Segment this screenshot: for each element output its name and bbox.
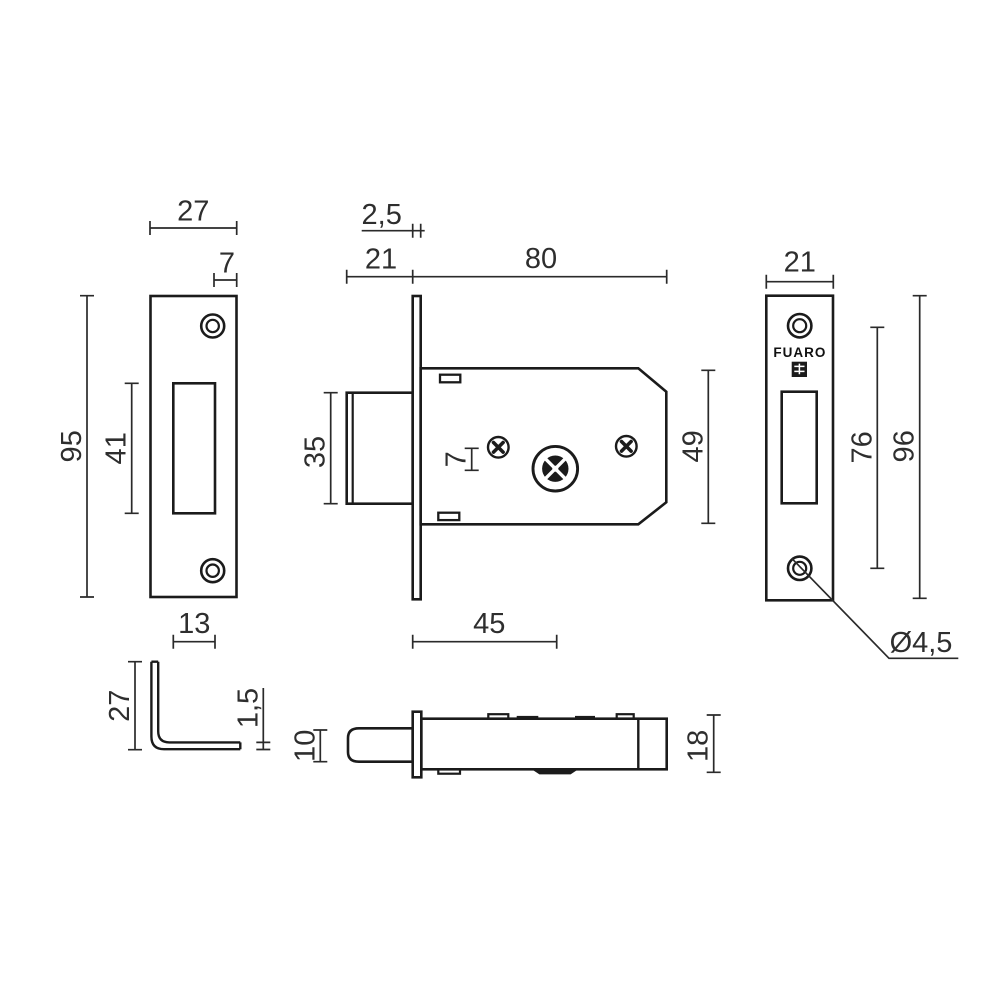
dim-label-lock-backset: 21 xyxy=(365,243,397,275)
dim-label-strike-cutout-width: 13 xyxy=(178,608,210,640)
body-screw-right-cross-icon xyxy=(619,439,633,453)
spindle-center-dot xyxy=(552,465,559,472)
dimticks-side-body-thickness xyxy=(706,714,721,774)
strike-screw-hole-top xyxy=(199,313,226,339)
side-tab-top-1 xyxy=(487,713,510,720)
dimticks-face-width xyxy=(765,274,835,289)
side-tab-bottom-2 xyxy=(531,769,579,775)
part-geometry xyxy=(149,294,835,779)
dim-label-lock-plate-thickness: 2,5 xyxy=(362,199,402,231)
dim-label-body-height: 49 xyxy=(677,430,709,462)
strike-screw-hole-top-inner xyxy=(205,318,220,334)
body-screw-left xyxy=(486,435,510,459)
strike-cutout xyxy=(172,381,217,515)
dim-label-lock-length: 80 xyxy=(525,243,557,275)
dimticks-screw-offset xyxy=(464,447,479,472)
side-tab-top-2 xyxy=(615,713,635,720)
dimticks-face-hole-spacing xyxy=(870,326,885,570)
fuaro-seal-detail xyxy=(794,363,805,375)
deadbolt-front xyxy=(345,391,415,506)
strike-screw-hole-bottom-inner xyxy=(205,563,220,578)
dimticks-strike-cutout-width xyxy=(172,634,216,649)
dim-label-bracket-thickness: 1,5 xyxy=(232,688,264,728)
dim-label-face-hole-spacing: 76 xyxy=(846,431,878,463)
side-tab-bottom-1 xyxy=(437,768,462,775)
faceplate-screw-hole-bottom-inner xyxy=(792,560,808,576)
dimticks-bracket-thickness xyxy=(256,741,271,751)
dimticks-bracket-leg xyxy=(128,660,142,751)
dimticks-side-bolt-thickness xyxy=(313,729,328,763)
deadbolt-side xyxy=(346,727,414,763)
dimticks-strike-cutout-height xyxy=(124,382,139,515)
dimension-labels: 27 7 95 41 13 27 1,5 2,5 21 80 35 7 49 4… xyxy=(56,196,952,762)
side-strip-top-2 xyxy=(575,715,595,719)
faceplate-screw-hole-top-inner xyxy=(792,318,808,334)
dim-label-strike-height: 95 xyxy=(56,430,88,462)
lock-body-side xyxy=(419,717,668,771)
dim-label-bolt-depth: 45 xyxy=(473,608,505,640)
bracket-end-caps xyxy=(151,660,242,750)
body-tab-top xyxy=(438,373,462,384)
dimticks-face-height xyxy=(912,294,927,600)
body-screw-right xyxy=(614,434,638,458)
dim-label-face-height: 96 xyxy=(889,430,921,462)
body-screw-left-cross-icon xyxy=(491,440,505,454)
dimticks-strike-width xyxy=(149,221,238,235)
bracket-outer-edge xyxy=(150,661,241,751)
dimticks-strike-hole-offset xyxy=(213,273,238,287)
body-tab-bottom xyxy=(437,511,461,522)
brand-logo-text: FUARO xyxy=(773,345,826,360)
faceplate-screw-hole-top xyxy=(786,312,813,339)
dim-label-bolt-height: 35 xyxy=(300,436,332,468)
lock-body-outline xyxy=(419,367,668,526)
dim-label-strike-cutout-height: 41 xyxy=(101,432,133,464)
dim-label-face-hole-diameter: Ø4,5 xyxy=(890,627,953,659)
dimticks-strike-height xyxy=(80,294,94,598)
dimticks-bolt-depth xyxy=(411,634,558,649)
dim-label-bracket-leg: 27 xyxy=(104,690,136,722)
dimticks-lock-plate-thickness xyxy=(411,223,422,238)
dim-label-face-width: 21 xyxy=(784,246,816,278)
strike-screw-hole-bottom xyxy=(199,557,226,584)
dimticks-bolt-height xyxy=(323,391,338,505)
strike-plate-outline xyxy=(149,294,238,599)
leader-hole-diameter xyxy=(791,557,959,660)
dim-label-side-body-thickness: 18 xyxy=(682,730,714,762)
faceplate-bolt-cutout xyxy=(780,390,819,505)
dim-label-strike-hole-offset: 7 xyxy=(219,248,235,280)
dimension-lines xyxy=(80,221,959,774)
faceplate-outline xyxy=(764,294,835,602)
dim-label-strike-width: 27 xyxy=(177,196,209,228)
dim-label-screw-offset: 7 xyxy=(441,451,473,467)
spindle-hub-outer xyxy=(531,444,580,493)
side-strip-top-1 xyxy=(516,715,539,719)
faceplate-screw-hole-bottom xyxy=(786,555,813,582)
bracket-inner-edge xyxy=(157,661,241,744)
dimticks-body-height xyxy=(701,369,716,525)
dimticks-lock-backset-length xyxy=(345,269,668,284)
dim-label-side-bolt-thickness: 10 xyxy=(290,730,322,762)
